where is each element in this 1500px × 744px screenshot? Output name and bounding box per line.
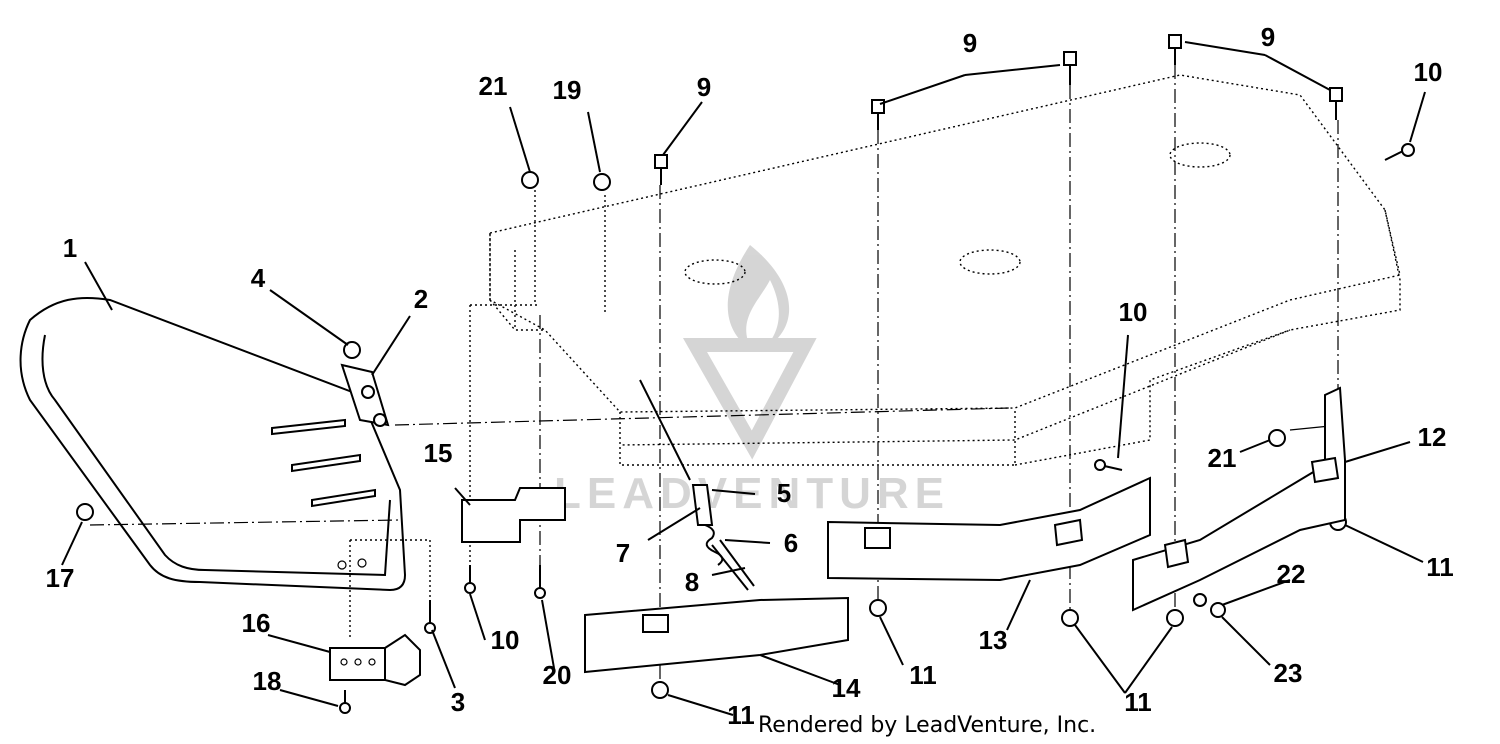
spring-assembly <box>639 379 755 591</box>
callout-22: 22 <box>1276 559 1306 589</box>
callout-21-a: 21 <box>478 71 508 101</box>
callout-10-a: 10 <box>1413 57 1443 87</box>
callout-7: 7 <box>615 538 631 568</box>
hinge-bracket <box>340 363 390 427</box>
callout-16: 16 <box>241 608 271 638</box>
callout-23: 23 <box>1273 658 1303 688</box>
callout-9-c: 9 <box>1260 22 1276 52</box>
callout-17: 17 <box>45 563 75 593</box>
callout-12: 12 <box>1417 422 1447 452</box>
callout-3: 3 <box>450 687 466 717</box>
callout-11-a: 11 <box>1426 552 1454 582</box>
callout-15: 15 <box>423 438 453 468</box>
callout-5: 5 <box>776 478 792 508</box>
callout-13: 13 <box>978 625 1008 655</box>
callout-19: 19 <box>552 75 582 105</box>
callout-20: 20 <box>542 660 572 690</box>
callout-8: 8 <box>684 567 700 597</box>
callout-2: 2 <box>413 284 429 314</box>
skirt-plate <box>584 596 849 674</box>
callout-9-a: 9 <box>696 72 712 102</box>
callout-6: 6 <box>783 528 799 558</box>
callout-10-c: 10 <box>490 625 520 655</box>
watermark-logo: LEADVENTURE <box>554 245 944 518</box>
mower-deck-housing <box>489 74 1401 466</box>
callout-4: 4 <box>250 263 266 293</box>
fasteners <box>76 34 1415 714</box>
side-shield <box>1132 386 1346 612</box>
callout-1: 1 <box>62 233 78 263</box>
callout-21-b: 21 <box>1207 443 1237 473</box>
leader-lines <box>61 41 1426 716</box>
callout-11-d: 11 <box>727 700 755 730</box>
discharge-chute <box>19 296 407 592</box>
callout-11-b: 11 <box>909 660 937 690</box>
baffle <box>827 476 1151 582</box>
latch-bracket <box>329 633 421 687</box>
bracket-plate <box>461 487 566 543</box>
callout-10-b: 10 <box>1118 297 1148 327</box>
render-credit: Rendered by LeadVenture, Inc. <box>758 713 1097 738</box>
callout-9-b: 9 <box>962 28 978 58</box>
callout-11-c: 11 <box>1124 687 1152 717</box>
callout-14: 14 <box>831 673 861 703</box>
callout-18: 18 <box>252 666 282 696</box>
